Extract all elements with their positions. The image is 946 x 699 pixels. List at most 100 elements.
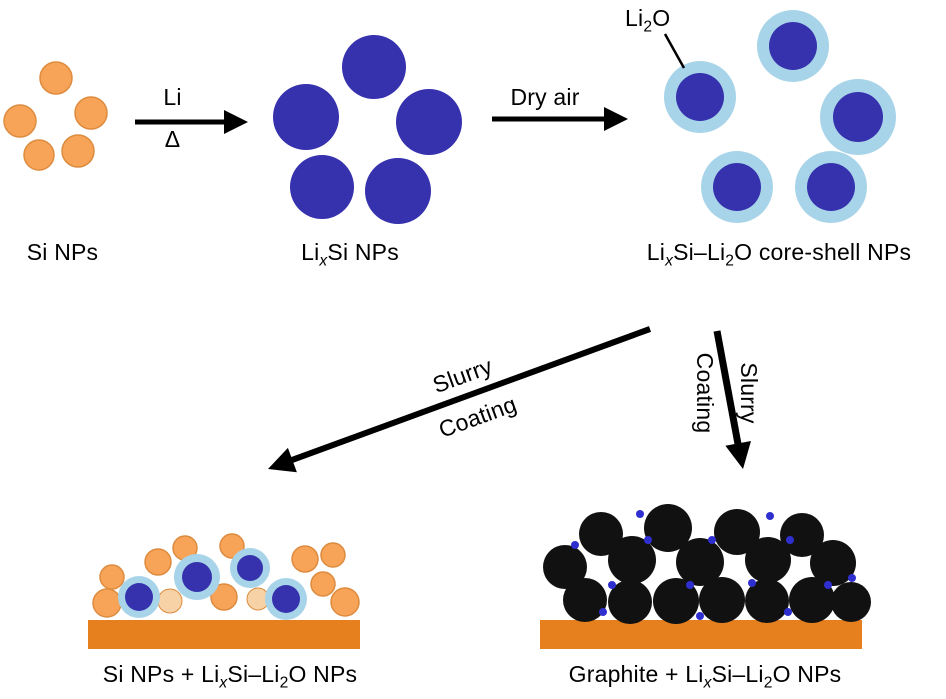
li2o-dot bbox=[748, 579, 756, 587]
arrow-head bbox=[725, 441, 751, 469]
lixsi-core-circle bbox=[769, 22, 817, 70]
lixsi-core-circle bbox=[182, 562, 212, 592]
lixsi-core-circle bbox=[272, 585, 300, 613]
si-np-circle bbox=[92, 588, 122, 618]
li2o-callout-line bbox=[663, 33, 686, 69]
pale-np-circle bbox=[157, 588, 183, 614]
li2o-dot bbox=[708, 536, 716, 544]
substrate-right bbox=[540, 620, 862, 649]
dry-air-arrow bbox=[492, 107, 628, 131]
graphite-circle bbox=[676, 538, 724, 586]
li2o-dot bbox=[786, 536, 794, 544]
formula-part: Si–Li bbox=[711, 661, 764, 687]
graphite-circle bbox=[699, 577, 745, 623]
graphite-circle bbox=[789, 577, 835, 623]
lixsi-core-circle bbox=[125, 583, 153, 611]
mixed-particle-film bbox=[92, 533, 360, 620]
right-product-label: Graphite + LixSi–Li2O NPs bbox=[525, 661, 885, 691]
lixsi-core-circle bbox=[833, 92, 883, 142]
si-np-circle bbox=[39, 61, 73, 95]
coating-word: Coating bbox=[692, 352, 718, 434]
slurry-coating-arrow-right bbox=[713, 330, 751, 469]
li2o-dot bbox=[571, 541, 579, 549]
li2o-dot bbox=[686, 581, 694, 589]
arrow-head bbox=[604, 107, 628, 131]
graphite-circle bbox=[831, 582, 871, 622]
delta-label: Δ bbox=[164, 126, 181, 152]
substrate-left bbox=[88, 620, 360, 649]
lithiation-arrow bbox=[135, 110, 248, 134]
li2o-dot bbox=[824, 581, 832, 589]
graphite-circle bbox=[745, 579, 789, 623]
graphite-circle bbox=[608, 536, 656, 584]
dry-air-arrow-label: Dry air bbox=[510, 84, 580, 110]
arrow-shaft bbox=[290, 326, 652, 463]
formula-part: Li bbox=[646, 239, 666, 265]
graphite-circle bbox=[563, 578, 607, 622]
core-shell-dot-particles bbox=[571, 510, 856, 620]
lixsi-core-circle bbox=[237, 555, 263, 581]
li2o-dot bbox=[766, 512, 774, 520]
formula-part: Li bbox=[301, 239, 320, 265]
formula-part: 2 bbox=[763, 674, 773, 692]
si-np-circle bbox=[61, 134, 95, 168]
formula-part: 2 bbox=[725, 252, 735, 270]
arrow-head bbox=[268, 447, 297, 473]
si-np-circle bbox=[330, 587, 360, 617]
li2o-dot bbox=[636, 510, 644, 518]
right-electrode bbox=[540, 504, 871, 649]
core-shell-nps-cluster bbox=[664, 10, 896, 223]
lixsi-np-circle bbox=[342, 35, 406, 99]
lithiation-reagent-label: Li bbox=[163, 84, 182, 110]
lixsi-core-circle bbox=[807, 163, 855, 211]
li2o-dot bbox=[608, 581, 616, 589]
graphite-circle bbox=[810, 540, 856, 586]
graphite-circle bbox=[714, 509, 760, 555]
graphite-circle bbox=[644, 504, 692, 552]
si-np-circle bbox=[210, 583, 238, 611]
li2o-dot bbox=[599, 608, 607, 616]
left-product-label: Si NPs + LixSi–Li2O NPs bbox=[55, 661, 405, 691]
core-shell-np bbox=[820, 79, 896, 155]
slurry-coating-label-right: Slurry Coating bbox=[683, 318, 771, 468]
lixsi-np-circle bbox=[365, 158, 431, 224]
graphite-circle bbox=[780, 513, 824, 557]
formula-part: 2 bbox=[279, 674, 289, 692]
si-nps-cluster bbox=[3, 61, 108, 171]
formula-part: O core-shell NPs bbox=[734, 239, 912, 265]
graphite-particle-film bbox=[543, 504, 871, 624]
lixsi-nps-label: LixSi NPs bbox=[275, 239, 425, 269]
si-np-circle bbox=[144, 548, 172, 576]
formula-part: 2 bbox=[643, 18, 653, 36]
core-shell-np bbox=[265, 578, 307, 620]
slurry-word: Slurry bbox=[736, 362, 762, 424]
core-shell-np bbox=[664, 61, 736, 133]
core-shell-np bbox=[795, 151, 867, 223]
core-shell-np bbox=[701, 151, 773, 223]
lixsi-np-circle bbox=[290, 155, 354, 219]
formula-part: Graphite + Li bbox=[568, 661, 704, 687]
formula-part: Si NPs bbox=[327, 239, 399, 265]
lixsi-core-circle bbox=[713, 163, 761, 211]
lixsi-np-circle bbox=[396, 89, 462, 155]
si-nps-label: Si NPs bbox=[26, 239, 99, 265]
core-shell-np bbox=[174, 554, 220, 600]
si-np-circle bbox=[291, 545, 319, 573]
lixsi-core-circle bbox=[676, 73, 724, 121]
graphite-circle bbox=[745, 537, 791, 583]
graphite-circle bbox=[543, 545, 587, 589]
li2o-dot bbox=[784, 608, 792, 616]
core-shell-np bbox=[757, 10, 829, 82]
si-np-circle bbox=[310, 571, 336, 597]
si-np-circle bbox=[23, 139, 55, 171]
li2o-dot bbox=[696, 612, 704, 620]
formula-part: x bbox=[219, 674, 228, 692]
graphite-circle bbox=[579, 512, 623, 556]
arrow-head bbox=[224, 110, 248, 134]
arrow-shaft bbox=[713, 330, 742, 445]
left-electrode bbox=[88, 533, 360, 649]
core-shell-np bbox=[118, 576, 160, 618]
formula-part: Si NPs + Li bbox=[102, 661, 220, 687]
